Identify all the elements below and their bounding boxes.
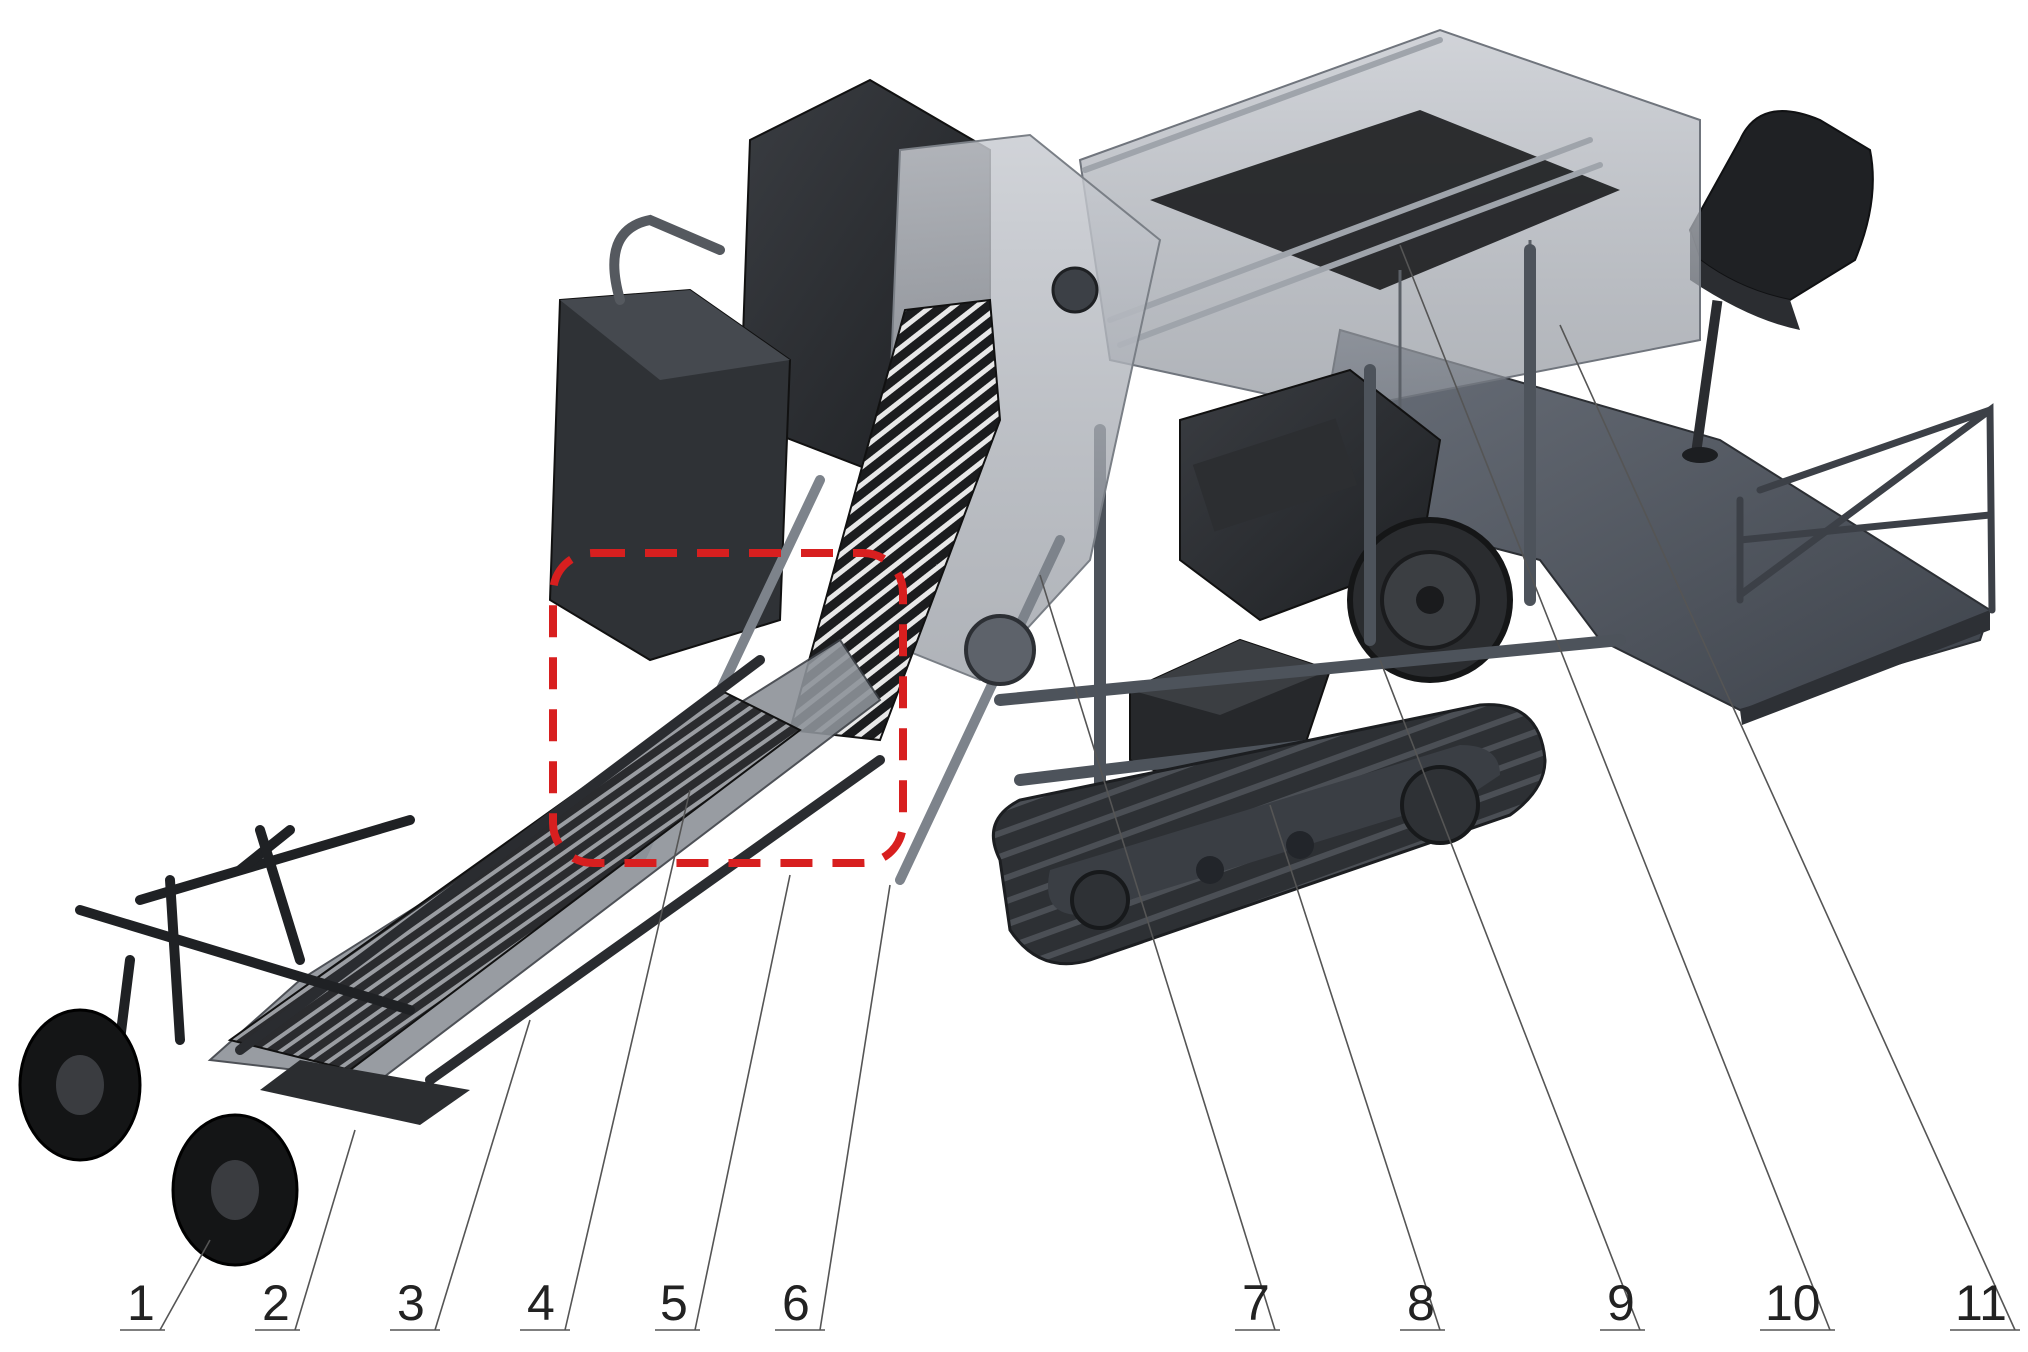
guide-wheels (18, 1008, 299, 1267)
operator-seat (1682, 110, 1874, 463)
callout-label-8: 8 (1407, 1275, 1435, 1331)
leader-line-10 (1399, 244, 1831, 1331)
leader-line-2 (294, 1129, 356, 1331)
callout-label-2: 2 (262, 1275, 290, 1331)
leader-line-9 (1379, 659, 1641, 1331)
leader-line-8 (1269, 804, 1441, 1331)
callout-label-3: 3 (397, 1275, 425, 1331)
callouts: 1 2 3 4 5 6 7 8 9 10 11 (120, 244, 2020, 1331)
leader-line-7 (1039, 574, 1276, 1331)
platform-railing (1736, 403, 1996, 614)
leader-line-11 (1559, 324, 2016, 1331)
callout-label-6: 6 (782, 1275, 810, 1331)
leader-line-4 (564, 789, 691, 1331)
leader-line-3 (434, 1019, 531, 1331)
callout-label-1: 1 (127, 1275, 155, 1331)
elevator-conveyor (635, 133, 1162, 885)
sorting-table-housing (1078, 28, 1701, 600)
leader-line-6 (819, 884, 891, 1331)
leader-line-5 (694, 874, 791, 1331)
callout-label-7: 7 (1242, 1275, 1270, 1331)
leader-line-1 (159, 1239, 211, 1331)
digging-conveyor (207, 638, 885, 1125)
callout-label-10: 10 (1765, 1275, 1821, 1331)
callout-label-4: 4 (527, 1275, 555, 1331)
machine-drawing (18, 28, 1996, 1267)
hitch-linkage (75, 815, 415, 1045)
callout-label-11: 11 (1955, 1275, 2007, 1331)
callout-label-9: 9 (1607, 1275, 1635, 1331)
highlight-region (549, 549, 907, 867)
callout-label-5: 5 (660, 1275, 688, 1331)
crawler-track (991, 703, 1547, 966)
